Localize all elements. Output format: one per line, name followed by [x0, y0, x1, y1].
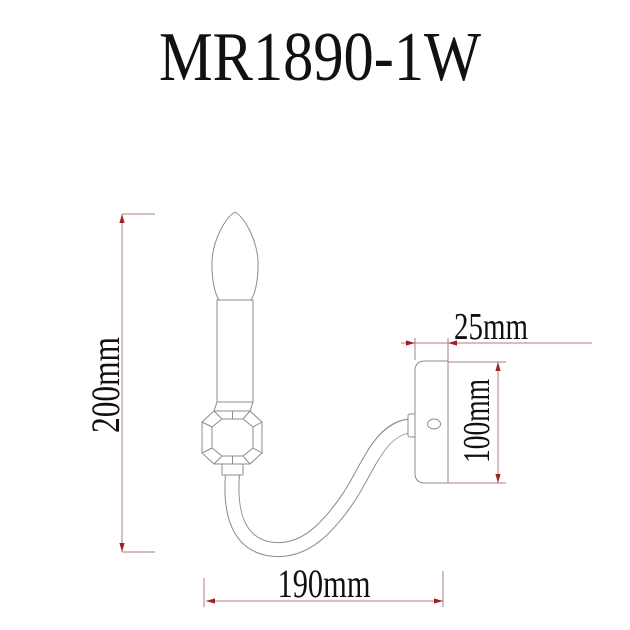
- depth-dimension-label: 25mm: [454, 306, 528, 348]
- wall-mount: [407, 360, 449, 484]
- lamp-outline-group: [201, 211, 263, 476]
- height-arrow-bottom: [119, 543, 125, 552]
- depth-arrow-left: [406, 340, 415, 346]
- candle-bulb: [211, 211, 259, 301]
- mounting-hole: [427, 418, 441, 430]
- height-dimension-label: 200mm: [83, 337, 128, 433]
- height-arrow-top: [119, 214, 125, 223]
- dimension-arrows: [119, 214, 501, 604]
- text-labels: MR1890-1W 200mm 190mm 25mm 100mm: [83, 19, 528, 606]
- crystal-facet-lines: [201, 401, 263, 465]
- plate-height-arrow-bottom: [495, 474, 501, 483]
- candle-tube: [216, 299, 254, 403]
- crystal-facet: [211, 418, 254, 457]
- width-arrow-right: [434, 598, 443, 604]
- height-extension-lines: [122, 213, 155, 553]
- depth-extension-lines: [414, 338, 449, 361]
- arm-tube-fill: [225, 419, 413, 557]
- depth-arrow-right: [448, 340, 457, 346]
- plate-height-dimension-label: 100mm: [456, 379, 498, 463]
- curved-arm: [224, 418, 413, 558]
- plate-height-extension-lines: [448, 361, 506, 484]
- neck-collar: [221, 463, 244, 476]
- plate-height-arrow-top: [495, 362, 501, 371]
- dimension-lines: [121, 213, 592, 607]
- width-dimension-label: 190mm: [278, 561, 371, 606]
- product-code-title: MR1890-1W: [159, 19, 481, 96]
- width-arrow-left: [206, 598, 215, 604]
